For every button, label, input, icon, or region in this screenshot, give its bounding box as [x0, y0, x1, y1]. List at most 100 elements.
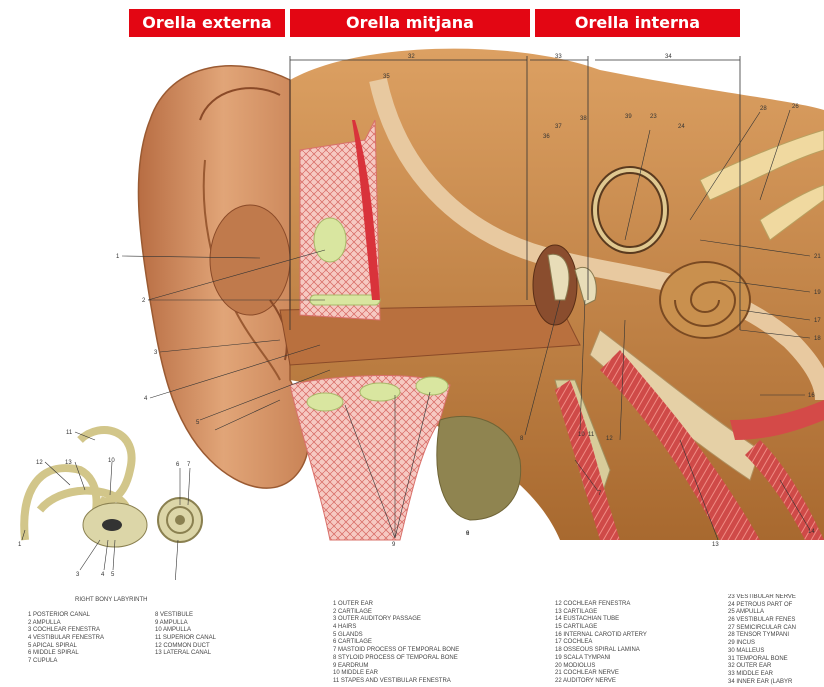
legend-col2: 12 Cochlear fenestra 13 Cartilage 14 Eus…	[555, 601, 647, 686]
legend-item: 2 Cartilage	[333, 609, 459, 617]
legend-item: 13 Lateral canal	[155, 650, 216, 658]
legend-item: 2 Ampulla	[28, 620, 104, 628]
callout-right: 11	[588, 432, 595, 438]
legend-item: 26 Vestibular fenes	[728, 617, 824, 625]
callout-top: 34	[665, 54, 672, 60]
legend-item: 28 Tensor tympani	[728, 632, 824, 640]
svg-text:10: 10	[108, 458, 115, 464]
callout-left: 3	[154, 350, 158, 356]
svg-text:7: 7	[187, 462, 191, 468]
legend-item: 23 Vestibular nerve	[728, 594, 824, 602]
callout-top: 37	[555, 124, 562, 130]
legend-item: 6 Middle spiral	[28, 650, 104, 658]
legend-item: 4 Vestibular fenestra	[28, 635, 104, 643]
callout-top: 33	[555, 54, 562, 60]
callout-top: 36	[543, 134, 550, 140]
callout-top: 35	[383, 74, 390, 80]
legend-item: 4 Hairs	[333, 624, 459, 632]
legend-item: 1 Posterior canal	[28, 612, 104, 620]
labyrinth-legend-col2: 8 Vestibule 9 Ampulla 10 Ampulla 11 Supe…	[155, 612, 216, 658]
legend-item: 20 Modiolus	[555, 663, 647, 671]
callout-right: 19	[814, 290, 821, 296]
callout-left: 4	[144, 396, 148, 402]
legend-item: 24 Petrous part of	[728, 602, 824, 610]
callout-right: 16	[808, 393, 815, 399]
legend-item: 15 Cartilage	[555, 624, 647, 632]
legend-item: 18 Osseous spiral lamina	[555, 647, 647, 655]
legend-item: 9 Ampulla	[155, 620, 216, 628]
gland-lower-1	[307, 393, 343, 411]
header-inner-ear: Orella interna	[535, 9, 740, 37]
legend-item: 7 Cupula	[28, 658, 104, 666]
legend-item: 5 Apical spiral	[28, 643, 104, 651]
legend-item: 3 Cochlear fenestra	[28, 627, 104, 635]
svg-text:3: 3	[76, 572, 80, 578]
legend-item: 12 Cochlear fenestra	[555, 601, 647, 609]
header-middle-ear: Orella mitjana	[290, 9, 530, 37]
svg-text:11: 11	[66, 430, 73, 436]
callout-right: 18	[814, 336, 821, 342]
callout-top: 38	[580, 116, 587, 122]
callout-bottom: 9	[466, 531, 470, 537]
concha	[210, 205, 290, 315]
legend-item: 21 Cochlear nerve	[555, 670, 647, 678]
callout-top: 32	[408, 54, 415, 60]
legend-item: 31 Temporal bone	[728, 656, 824, 664]
callout-top: 26	[792, 104, 799, 110]
legend-col1: 1 Outer ear 2 Cartilage 3 Outer auditory…	[333, 601, 459, 686]
cochlea-inset-apex	[175, 515, 185, 525]
legend-item: 1 Outer ear	[333, 601, 459, 609]
ear-anatomy-illustration: 32 33 34 35 36 37 38 39 23 24 28 26 1 2 …	[0, 40, 824, 580]
svg-text:5: 5	[111, 572, 115, 578]
callout-right: 13	[712, 542, 719, 548]
legend-item: 27 Semicircular can	[728, 625, 824, 633]
legend-item: 32 Outer ear	[728, 663, 824, 671]
callout-right: 12	[606, 436, 613, 442]
legend-item: 13 Cartilage	[555, 609, 647, 617]
legend-item: 3 Outer auditory passage	[333, 616, 459, 624]
legend-item: 12 Common duct	[155, 643, 216, 651]
svg-text:6: 6	[176, 462, 180, 468]
legend-item: 33 Middle ear	[728, 671, 824, 679]
header-outer-ear: Orella externa	[129, 9, 285, 37]
callout-right: 14	[808, 529, 815, 535]
svg-text:12: 12	[36, 460, 43, 466]
legend-item: 10 Middle ear	[333, 670, 459, 678]
svg-text:13: 13	[65, 460, 72, 466]
legend-item: 17 Cochlea	[555, 639, 647, 647]
labyrinth-title: Right bony labyrinth	[75, 597, 147, 603]
legend-item: 5 Glands	[333, 632, 459, 640]
callout-top: 24	[678, 124, 685, 130]
legend-item: 19 Scala tympani	[555, 655, 647, 663]
callout-top: 23	[650, 114, 657, 120]
vestibular-window	[102, 519, 122, 531]
svg-text:1: 1	[18, 542, 22, 548]
legend-item: 25 Ampulla	[728, 609, 824, 617]
legend-item: 9 Eardrum	[333, 663, 459, 671]
gland-lower-3	[416, 377, 448, 395]
callout-top: 28	[760, 106, 767, 112]
legend-item: 6 Cartilage	[333, 639, 459, 647]
gland-upper	[314, 218, 346, 262]
callout-left: 2	[142, 298, 146, 304]
legend-item: 34 Inner ear (labyr	[728, 679, 824, 687]
legend-item: 11 Superior canal	[155, 635, 216, 643]
callout-right: 10	[578, 432, 585, 438]
callout-left: 1	[116, 254, 120, 260]
bony-labyrinth-inset	[24, 430, 202, 547]
legend-col3: 23 Vestibular nerve 24 Petrous part of 2…	[728, 594, 824, 686]
legend-item: 29 Incus	[728, 640, 824, 648]
legend-item: 8 Styloid process of temporal bone	[333, 655, 459, 663]
callout-bottom: 9	[392, 542, 396, 548]
callout-right: 17	[814, 318, 821, 324]
legend-item: 10 Ampulla	[155, 627, 216, 635]
legend-item: 30 Malleus	[728, 648, 824, 656]
svg-text:4: 4	[101, 572, 105, 578]
legend-item: 16 Internal carotid artery	[555, 632, 647, 640]
callout-top: 39	[625, 114, 632, 120]
labyrinth-legend-col1: 1 Posterior canal 2 Ampulla 3 Cochlear f…	[28, 612, 104, 666]
callout-right: 21	[814, 254, 821, 260]
legend-item: 8 Vestibule	[155, 612, 216, 620]
gland-lower-2	[360, 383, 400, 401]
legend-item: 22 Auditory nerve	[555, 678, 647, 686]
